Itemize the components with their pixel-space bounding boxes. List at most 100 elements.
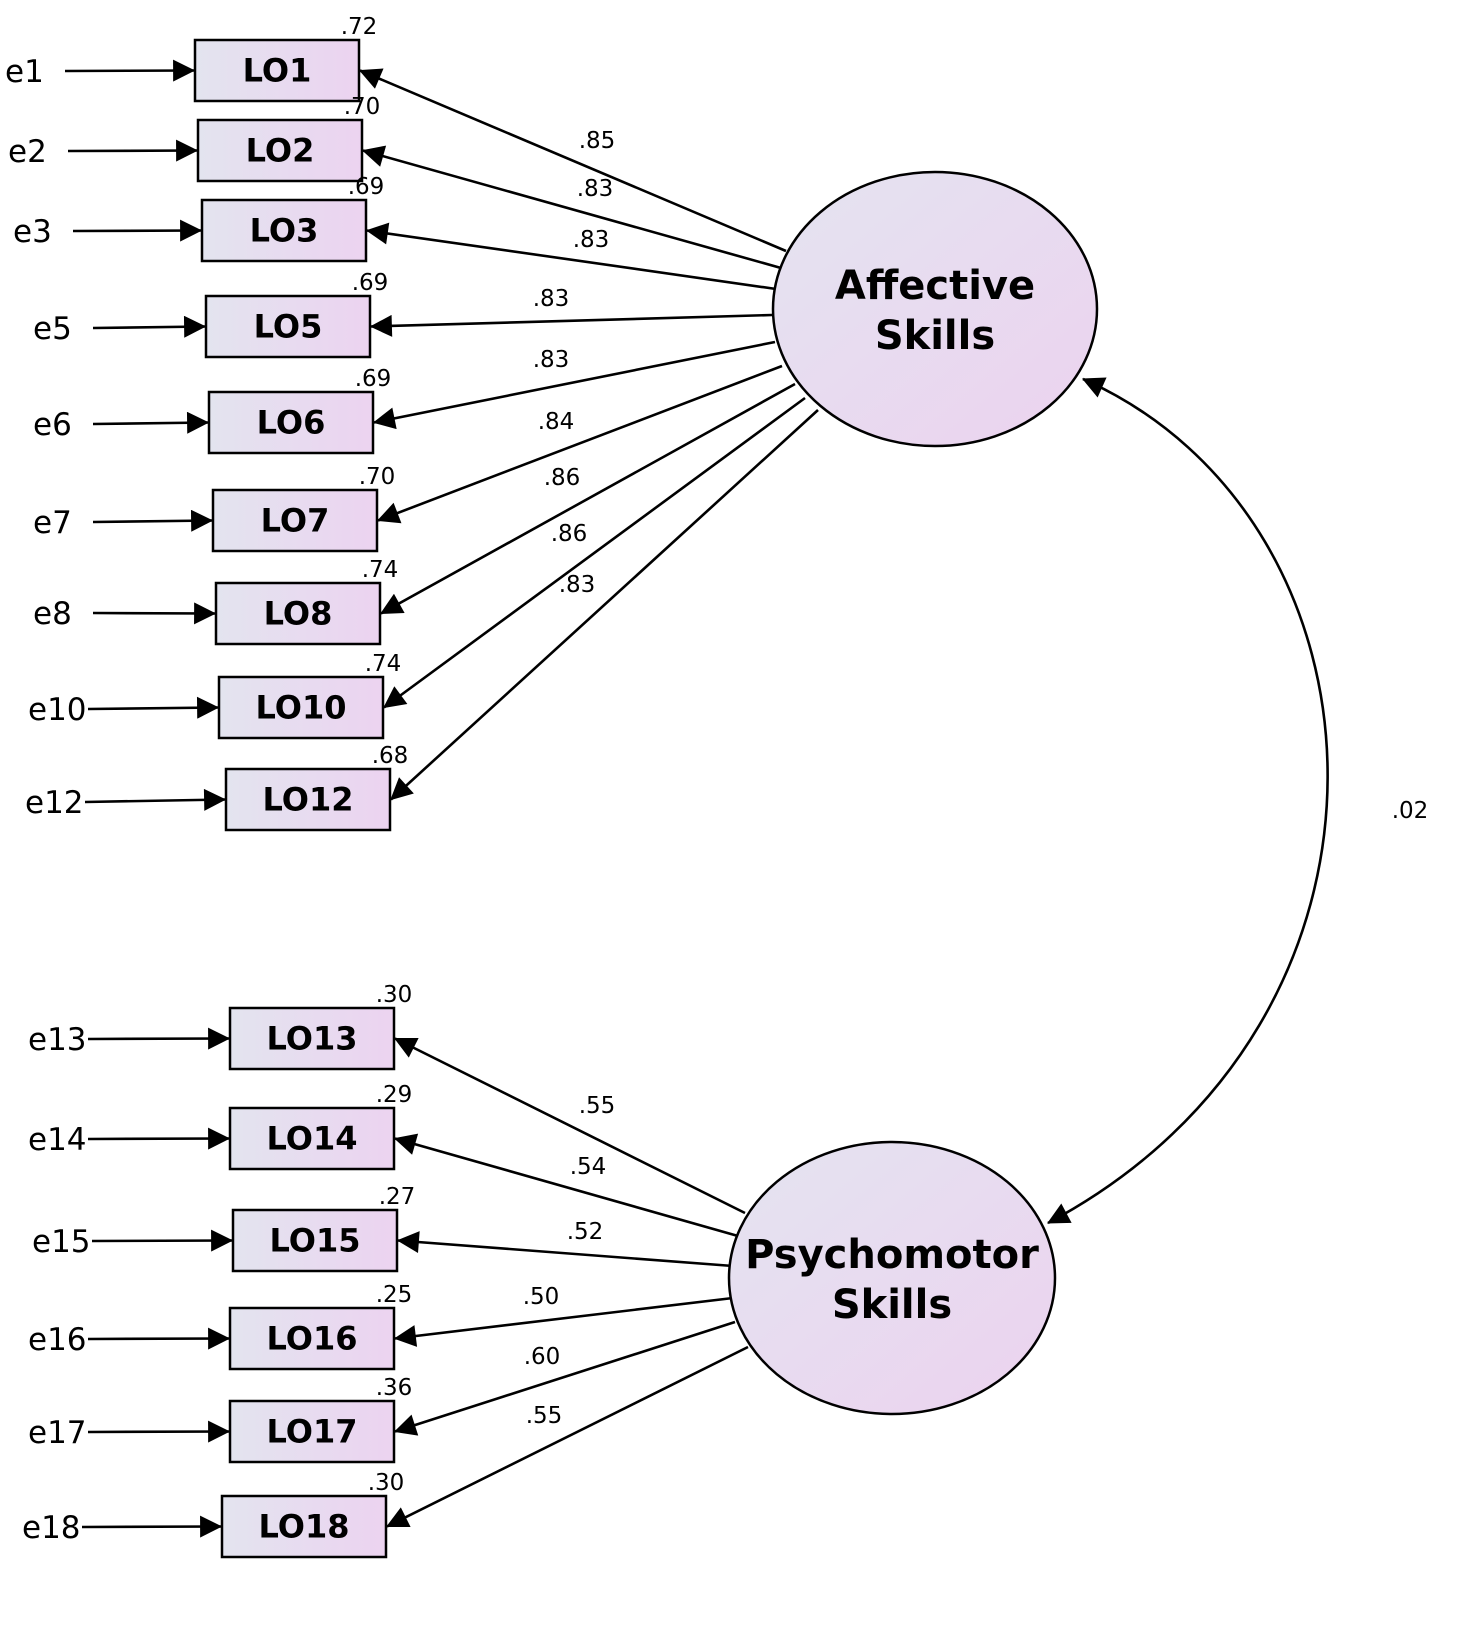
- path-arrows: [64, 59, 1329, 1538]
- r-squared-label: .30: [368, 1470, 405, 1496]
- loading-label: .54: [570, 1154, 607, 1180]
- indicator-box: [193, 38, 361, 103]
- indicator-label: LO17: [267, 1413, 358, 1451]
- loading-label: .52: [567, 1219, 604, 1245]
- r-squared-label: .27: [379, 1184, 416, 1210]
- loading-arrow: [358, 68, 787, 253]
- loading-arrow: [365, 222, 777, 291]
- r-squared-label: .70: [359, 464, 396, 490]
- loading-label: .83: [533, 286, 570, 312]
- loading-label: .55: [579, 1093, 616, 1119]
- error-arrow: [67, 139, 199, 162]
- affective-skills-ellipse: [771, 170, 1099, 448]
- indicator-box: [217, 675, 385, 740]
- error-term-label: e10: [28, 692, 87, 728]
- error-arrow: [81, 1515, 223, 1538]
- loading-arrow: [380, 382, 796, 615]
- indicator-label: LO14: [267, 1120, 358, 1158]
- loading-arrow: [361, 145, 782, 270]
- covariance-label: .02: [1392, 798, 1429, 824]
- loading-arrow: [394, 1037, 746, 1215]
- indicator-label: LO8: [264, 595, 333, 633]
- indicator-label: LO16: [267, 1320, 358, 1358]
- error-term-label: e7: [33, 505, 72, 541]
- error-arrow: [87, 1127, 231, 1150]
- indicator-box: [228, 1006, 396, 1071]
- error-term-label: e2: [8, 134, 47, 170]
- covariance-arrow: [1047, 377, 1329, 1225]
- affective-label-line2: Skills: [875, 313, 995, 359]
- error-term-label: e13: [28, 1022, 87, 1058]
- loading-arrow: [369, 313, 773, 337]
- r-squared-label: .70: [344, 94, 381, 120]
- error-term-label: e8: [33, 596, 72, 632]
- error-term-label: e17: [28, 1415, 87, 1451]
- loading-arrow: [386, 1345, 749, 1528]
- indicator-label: LO13: [267, 1020, 358, 1058]
- indicator-label: LO2: [246, 132, 315, 170]
- error-arrow: [92, 602, 217, 625]
- indicator-box: [214, 581, 382, 646]
- indicator-box: [207, 390, 375, 455]
- indicator-box: [224, 767, 392, 832]
- r-squared-label: .36: [376, 1375, 413, 1401]
- error-arrow: [84, 788, 227, 811]
- loading-arrow: [393, 1296, 734, 1347]
- indicator-box: [204, 294, 372, 359]
- error-arrow: [87, 696, 220, 719]
- r-squared-label: .68: [372, 743, 409, 769]
- indicator-box: [228, 1106, 396, 1171]
- loading-label: .84: [538, 409, 575, 435]
- loading-arrow: [396, 1231, 734, 1268]
- indicator-box: [200, 198, 368, 263]
- loading-label: .86: [551, 521, 588, 547]
- indicator-box: [211, 488, 379, 553]
- loading-label: .83: [573, 227, 610, 253]
- loading-label: .83: [577, 176, 614, 202]
- loading-arrow: [383, 396, 806, 709]
- error-arrow: [92, 509, 214, 532]
- error-term-label: e1: [5, 54, 44, 90]
- error-arrow: [87, 1420, 231, 1443]
- indicator-box: [231, 1208, 399, 1273]
- r-squared-label: .69: [352, 270, 389, 296]
- r-squared-label: .72: [341, 14, 378, 40]
- indicator-label: LO12: [263, 781, 354, 819]
- indicator-label: LO10: [256, 689, 347, 727]
- loading-arrow: [393, 1320, 736, 1436]
- r-squared-label: .74: [365, 651, 402, 677]
- loading-label: .83: [533, 347, 570, 373]
- r-squared-label: .25: [376, 1282, 413, 1308]
- psychomotor-label-line1: Psychomotor: [745, 1232, 1039, 1278]
- error-term-label: e18: [22, 1510, 81, 1546]
- affective-label-line1: Affective: [835, 263, 1035, 309]
- indicator-label: LO1: [243, 52, 312, 90]
- loading-arrow: [393, 1133, 739, 1238]
- error-term-label: e5: [33, 311, 72, 347]
- error-arrow: [72, 219, 203, 242]
- loading-label: .50: [523, 1284, 560, 1310]
- error-term-label: e14: [28, 1122, 87, 1158]
- r-squared-label: .74: [362, 557, 399, 583]
- error-arrow: [87, 1027, 231, 1050]
- error-term-label: e12: [25, 785, 84, 821]
- psychomotor-label-line2: Skills: [832, 1282, 952, 1328]
- error-arrow: [92, 411, 210, 434]
- loading-label: .86: [544, 465, 581, 491]
- r-squared-label: .69: [348, 174, 385, 200]
- indicator-box: [228, 1306, 396, 1371]
- error-arrow: [87, 1327, 231, 1350]
- indicator-label: LO3: [250, 212, 319, 250]
- loading-arrow: [390, 409, 819, 801]
- r-squared-label: .29: [376, 1082, 413, 1108]
- loading-label: .60: [524, 1344, 561, 1370]
- indicator-label: LO6: [257, 404, 326, 442]
- error-term-label: e15: [32, 1224, 91, 1260]
- loading-label: .83: [559, 572, 596, 598]
- error-term-label: e3: [13, 214, 52, 250]
- indicator-label: LO5: [254, 308, 323, 346]
- diagram-labels: LO1e1.72.85LO2e2.70.83LO3e3.69.83LO5e5.6…: [5, 14, 1428, 1546]
- loading-arrow: [372, 340, 776, 430]
- r-squared-label: .69: [355, 366, 392, 392]
- loading-arrow: [376, 364, 783, 524]
